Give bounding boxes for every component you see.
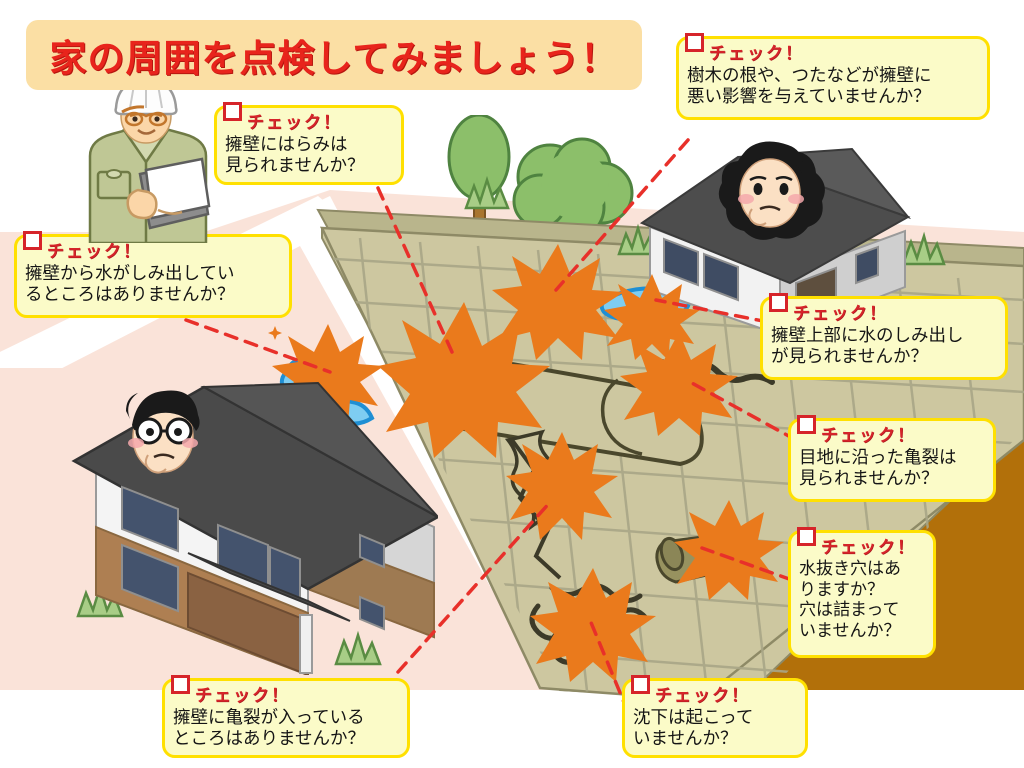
callout-water-seepage[interactable]: チェック！ 擁壁から水がしみ出してい るところはありませんか？: [14, 231, 292, 318]
grass-tuft: [334, 630, 382, 666]
callout-text: 擁壁から水がしみ出してい るところはありませんか？: [25, 263, 235, 305]
check-head: チェック！: [223, 102, 393, 133]
burst-marker-weep-hole: [674, 500, 784, 600]
checkbox-icon[interactable]: [631, 675, 650, 694]
callout-tree-roots[interactable]: チェック！ 樹木の根や、つたなどが擁壁に 悪い影響を与えていませんか？: [676, 33, 990, 120]
check-head: チェック！: [171, 675, 399, 706]
check-label: チェック！: [655, 685, 750, 705]
check-head: チェック！: [23, 231, 281, 262]
callout-subsidence[interactable]: チェック！ 沈下は起こって いませんか？: [622, 675, 808, 758]
callout-bulge[interactable]: チェック！ 擁壁にはらみは 見られませんか？: [214, 102, 404, 185]
callout-joint-crack[interactable]: チェック！ 目地に沿った亀裂は 見られませんか？: [788, 415, 996, 502]
callout-weep-hole[interactable]: チェック！ 水抜き穴はあ りますか？ 穴は詰まって いませんか？: [788, 527, 936, 658]
checkbox-icon[interactable]: [23, 231, 42, 250]
checkbox-icon[interactable]: [769, 293, 788, 312]
burst-marker-joint-crack: [620, 332, 738, 436]
checkbox-icon[interactable]: [797, 415, 816, 434]
callout-text: 樹木の根や、つたなどが擁壁に 悪い影響を与えていませんか？: [687, 65, 932, 107]
burst-marker-subsidence: [530, 568, 656, 682]
callout-text: 擁壁に亀裂が入っている ところはありませんか？: [173, 707, 365, 749]
checkbox-icon[interactable]: [223, 102, 242, 121]
check-label: チェック！: [821, 425, 916, 445]
check-label: チェック！: [793, 303, 888, 323]
check-label: チェック！: [821, 537, 916, 557]
callout-text: 擁壁にはらみは 見られませんか？: [225, 134, 365, 176]
check-head: チェック！: [797, 527, 925, 558]
page-title: 家の周囲を点検してみましょう！: [49, 38, 619, 79]
check-head: チェック！: [631, 675, 797, 706]
checkbox-icon[interactable]: [797, 527, 816, 546]
callout-text: 沈下は起こって いませんか？: [633, 707, 754, 749]
check-label: チェック！: [247, 112, 342, 132]
callout-top-seepage[interactable]: チェック！ 擁壁上部に水のしみ出し が見られませんか？: [760, 293, 1008, 380]
callout-text: 擁壁上部に水のしみ出し が見られませんか？: [771, 325, 964, 367]
burst-marker-wall-crack: [506, 432, 618, 540]
burst-marker-small: [268, 326, 282, 340]
inspector-illustration: [88, 78, 211, 243]
title-banner: 家の周囲を点検してみましょう！: [26, 20, 642, 90]
callout-wall-crack[interactable]: チェック！ 擁壁に亀裂が入っている ところはありませんか？: [162, 675, 410, 758]
check-label: チェック！: [195, 685, 290, 705]
callout-text: 水抜き穴はあ りますか？ 穴は詰まって いませんか？: [799, 559, 901, 641]
check-label: チェック！: [709, 43, 804, 63]
check-head: チェック！: [797, 415, 985, 446]
check-label: チェック！: [47, 241, 142, 261]
checkbox-icon[interactable]: [171, 675, 190, 694]
check-head: チェック！: [769, 293, 997, 324]
grass-tuft: [464, 175, 510, 210]
callout-text: 目地に沿った亀裂は 見られませんか？: [799, 447, 957, 489]
checkbox-icon[interactable]: [685, 33, 704, 52]
check-head: チェック！: [685, 33, 979, 64]
